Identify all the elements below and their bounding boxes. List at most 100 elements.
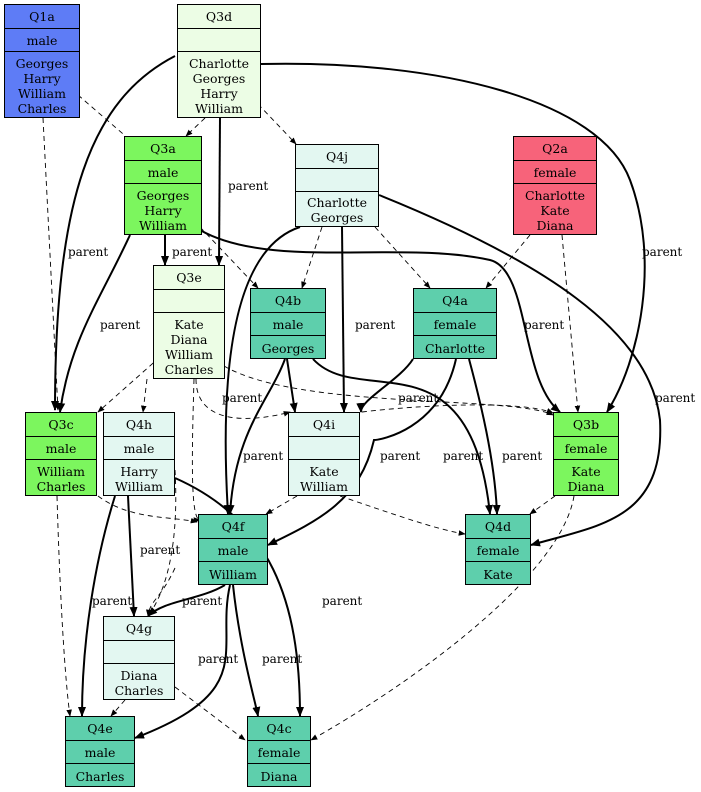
edge-label-parent: parent — [524, 318, 565, 332]
member-name: William — [195, 100, 243, 116]
edge-label-parent: parent — [322, 594, 363, 608]
member-name: Kate — [309, 463, 339, 479]
node-title: Q4f — [221, 519, 245, 534]
parent-edge — [127, 495, 138, 617]
member-name: William — [139, 217, 187, 233]
edge-label-parent: parent — [262, 652, 303, 666]
parent-edge — [134, 584, 231, 739]
member-name: William — [165, 346, 213, 362]
node-title: Q4d — [484, 519, 512, 534]
edge-label-parent: parent — [222, 391, 263, 405]
subset-edge — [97, 356, 161, 413]
parent-edge — [260, 62, 646, 413]
edge-label-parent: parent — [182, 594, 223, 608]
edge-label-parent: parent — [243, 449, 284, 463]
member-name: Diana — [120, 667, 158, 683]
subset-edge — [185, 117, 206, 137]
node-title: Q1a — [29, 9, 55, 24]
parent-edge — [378, 194, 662, 547]
parent-edge — [51, 55, 176, 411]
edge-label-parent: parent — [100, 318, 141, 332]
subset-edge — [110, 699, 126, 717]
node-title: Q3e — [176, 270, 202, 285]
parent-edge — [215, 117, 224, 266]
subset-edge — [529, 495, 556, 515]
member-name: Charles — [17, 100, 67, 116]
subset-edge — [56, 495, 72, 717]
node-sex: male — [199, 538, 267, 561]
member-name: William — [18, 85, 66, 101]
subset-edge — [361, 404, 554, 414]
node-title: Q4e — [87, 721, 113, 736]
member-name: Diana — [170, 331, 208, 347]
member-name: Harry — [200, 85, 238, 101]
node-members: Kate — [466, 561, 530, 586]
member-name: Charlotte — [524, 187, 585, 203]
subset-edge — [310, 495, 575, 741]
node-title: Q4j — [325, 149, 349, 164]
edge-label-parent: parent — [380, 449, 421, 463]
node-sex — [154, 289, 224, 312]
parent-edge — [174, 477, 304, 717]
node-title: Q4a — [442, 293, 468, 308]
member-name: Harry — [120, 463, 158, 479]
edge-label-parent: parent — [92, 594, 133, 608]
member-name: Charles — [164, 361, 214, 377]
node-sex: male — [5, 28, 79, 51]
member-name: Charles — [36, 478, 86, 494]
member-name: Kate — [174, 316, 204, 332]
subset-edge — [374, 226, 431, 289]
parent-edge — [468, 358, 501, 515]
parent-edge — [147, 584, 226, 617]
parent-edge — [286, 358, 298, 413]
member-name: Georges — [261, 340, 315, 356]
member-name: Kate — [540, 202, 570, 218]
node-sex: female — [466, 538, 530, 561]
node-sex: male — [251, 312, 325, 335]
subset-edge — [339, 495, 466, 536]
member-name: Diana — [536, 217, 574, 233]
parent-edge — [267, 358, 457, 546]
edge-label-parent: parent — [642, 245, 683, 259]
member-name: Charles — [75, 768, 125, 784]
member-name: Georges — [15, 55, 69, 71]
edge-label-parent: parent — [172, 245, 213, 259]
node-sex — [289, 436, 359, 459]
parent-edge — [57, 234, 131, 413]
parent-edge — [223, 226, 301, 515]
node-members: Charlotte — [414, 335, 496, 360]
subset-edge — [561, 234, 581, 413]
subset-edge — [140, 378, 148, 413]
node-sex: male — [26, 436, 96, 459]
member-name: William — [37, 463, 85, 479]
subset-edge — [485, 234, 531, 289]
edge-label-parent: parent — [398, 391, 439, 405]
node-members: Georges — [251, 335, 325, 360]
subset-edge — [301, 226, 323, 289]
node-title: Q4b — [274, 293, 302, 308]
parent-edge — [232, 584, 261, 717]
member-name: Georges — [136, 187, 190, 203]
